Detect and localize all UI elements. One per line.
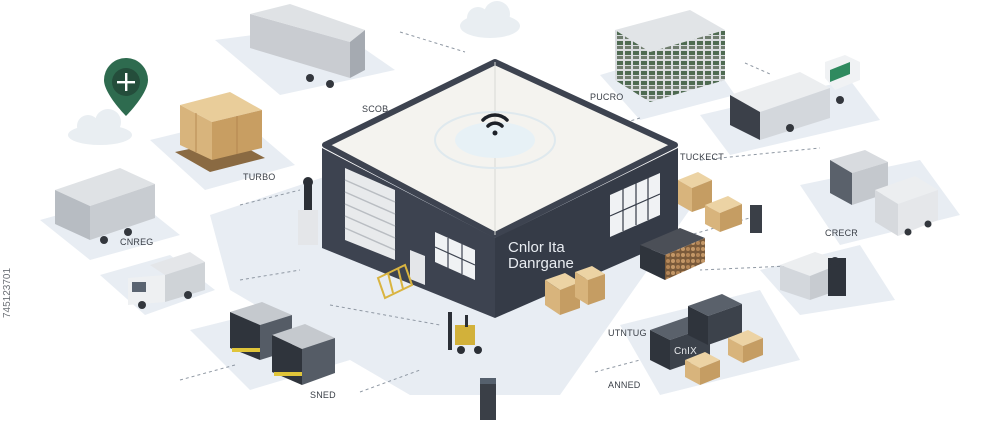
stacked-crates [678,172,762,233]
vans [830,150,938,236]
label-top-right-rack: PUCRO [590,92,624,102]
cardboard-boxes [545,266,605,315]
cloud-icon [460,1,520,38]
location-pin-icon [104,58,148,116]
utility-vehicle [780,252,846,300]
crate-label: CnIX [674,346,697,357]
box-trailer [55,168,155,244]
building-name-line1: Cnlor Ita [508,239,565,256]
robotic-arm [298,177,318,245]
label-right-vans: CRECR [825,228,858,238]
timber-crate [640,228,705,280]
label-left-pallets: TURBO [243,172,276,182]
container-units [230,302,335,385]
label-top-center: SCOB [362,104,388,114]
forklift [448,312,482,354]
bollard [480,378,496,420]
label-right-center: UTNTUG [608,328,647,338]
shipping-crates: CnIX [650,294,763,385]
cargo-truck [730,55,860,140]
label-right-truck: TUCKECT [680,152,724,162]
semi-trailer [250,4,365,88]
warehouse-building: Cnlor Ita Danrgane [322,59,678,318]
cloud-icon [68,109,132,145]
label-bottom-right: ANNED [608,380,641,390]
loading-ramp [376,263,414,300]
server-rack [615,10,725,102]
wifi-icon [481,113,509,136]
delivery-truck [128,252,205,309]
label-bottom-left: SNED [310,390,336,400]
label-left-trailer: CNREG [120,237,154,247]
stock-image-id: 745123701 [2,267,13,318]
diagram-labels: SCOB PUCRO TURBO TUCKECT CNREG CRECR UTN… [120,92,858,400]
building-name-line2: Danrgane [508,255,574,272]
pallet-boxes [175,92,265,172]
